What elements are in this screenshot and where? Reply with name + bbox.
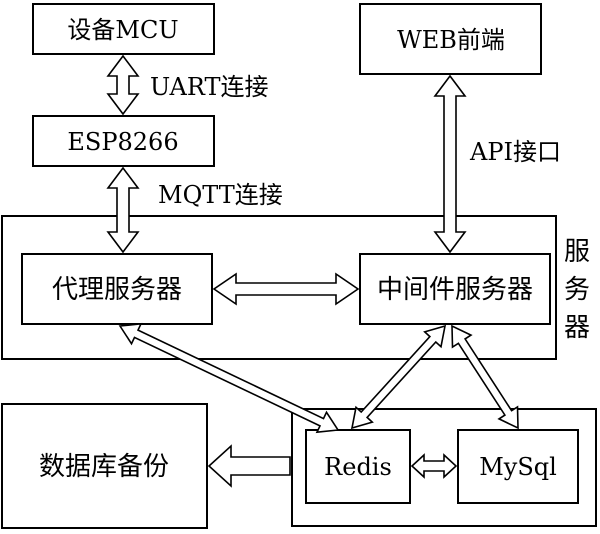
proxy-server-label: 代理服务器 [52, 275, 182, 305]
mysql-label: MySql [479, 453, 557, 481]
middleware-redis-arrow [350, 324, 447, 430]
device-mcu-box [32, 3, 215, 55]
mysql-box [457, 429, 579, 504]
esp-proxy-mqtt-arrow [106, 166, 140, 254]
api-interface-label: API接口 [469, 138, 561, 166]
middleware-mysql-arrow [451, 324, 519, 430]
proxy-redis-arrow [118, 322, 340, 434]
redis-box [305, 429, 411, 504]
esp8266-box [32, 115, 215, 167]
database-group-frame [291, 408, 597, 527]
proxy-server-box [21, 253, 213, 325]
middleware-server-box [359, 253, 551, 325]
uart-connection-label: UART连接 [150, 73, 268, 101]
mqtt-connection-label: MQTT连接 [158, 181, 283, 209]
redis-mysql-arrow [410, 453, 458, 479]
server-group-frame [1, 215, 557, 360]
mcu-esp-uart-arrow [106, 54, 140, 116]
server-group-label-2: 务 [564, 275, 590, 305]
redis-label: Redis [324, 453, 392, 481]
redis-backup-arrow [207, 444, 291, 488]
db-backup-label: 数据库备份 [39, 452, 169, 482]
server-group-label-1: 服 [564, 237, 590, 267]
esp8266-label: ESP8266 [67, 128, 178, 156]
web-frontend-label: WEB前端 [397, 26, 505, 54]
middleware-server-label: 中间件服务器 [377, 275, 533, 305]
proxy-middleware-arrow [212, 272, 360, 306]
web-middleware-api-arrow [433, 74, 467, 254]
device-mcu-label: 设备MCU [67, 16, 178, 44]
db-backup-box [1, 403, 208, 529]
web-frontend-box [359, 3, 542, 75]
server-group-label-3: 器 [564, 313, 590, 343]
